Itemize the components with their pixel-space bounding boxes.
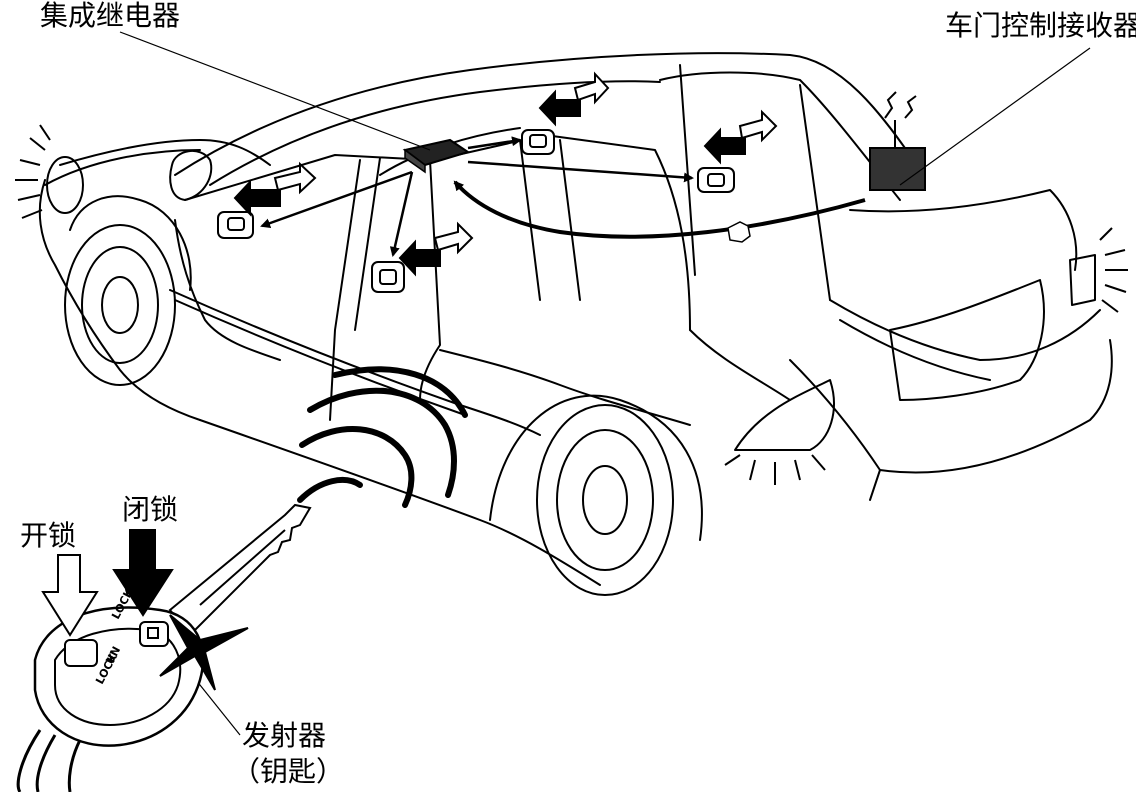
relay-label: 集成继电器 [40, 2, 180, 30]
light-flash-front [15, 125, 50, 218]
door-lock-front-right [522, 130, 554, 154]
lock-arrows [235, 74, 776, 274]
integrated-relay [405, 140, 468, 172]
door-lock-rear-left [372, 262, 404, 292]
unlock-label: 开锁 [20, 522, 76, 550]
door-control-receiver [870, 92, 925, 190]
receiver-label: 车门控制接收器 [945, 12, 1136, 40]
car-body [40, 53, 1112, 595]
light-flash-rear [725, 228, 1128, 485]
door-lock-rear-right [698, 168, 734, 192]
door-lock-front-left [218, 212, 253, 238]
transmitter-label: 发射器 [242, 722, 326, 750]
lock-label: 闭锁 [122, 496, 178, 524]
relay-signal-arrows [262, 140, 865, 255]
leader-lines [120, 32, 1090, 735]
hand-icon [728, 222, 750, 242]
key-label: （钥匙） [232, 758, 344, 786]
